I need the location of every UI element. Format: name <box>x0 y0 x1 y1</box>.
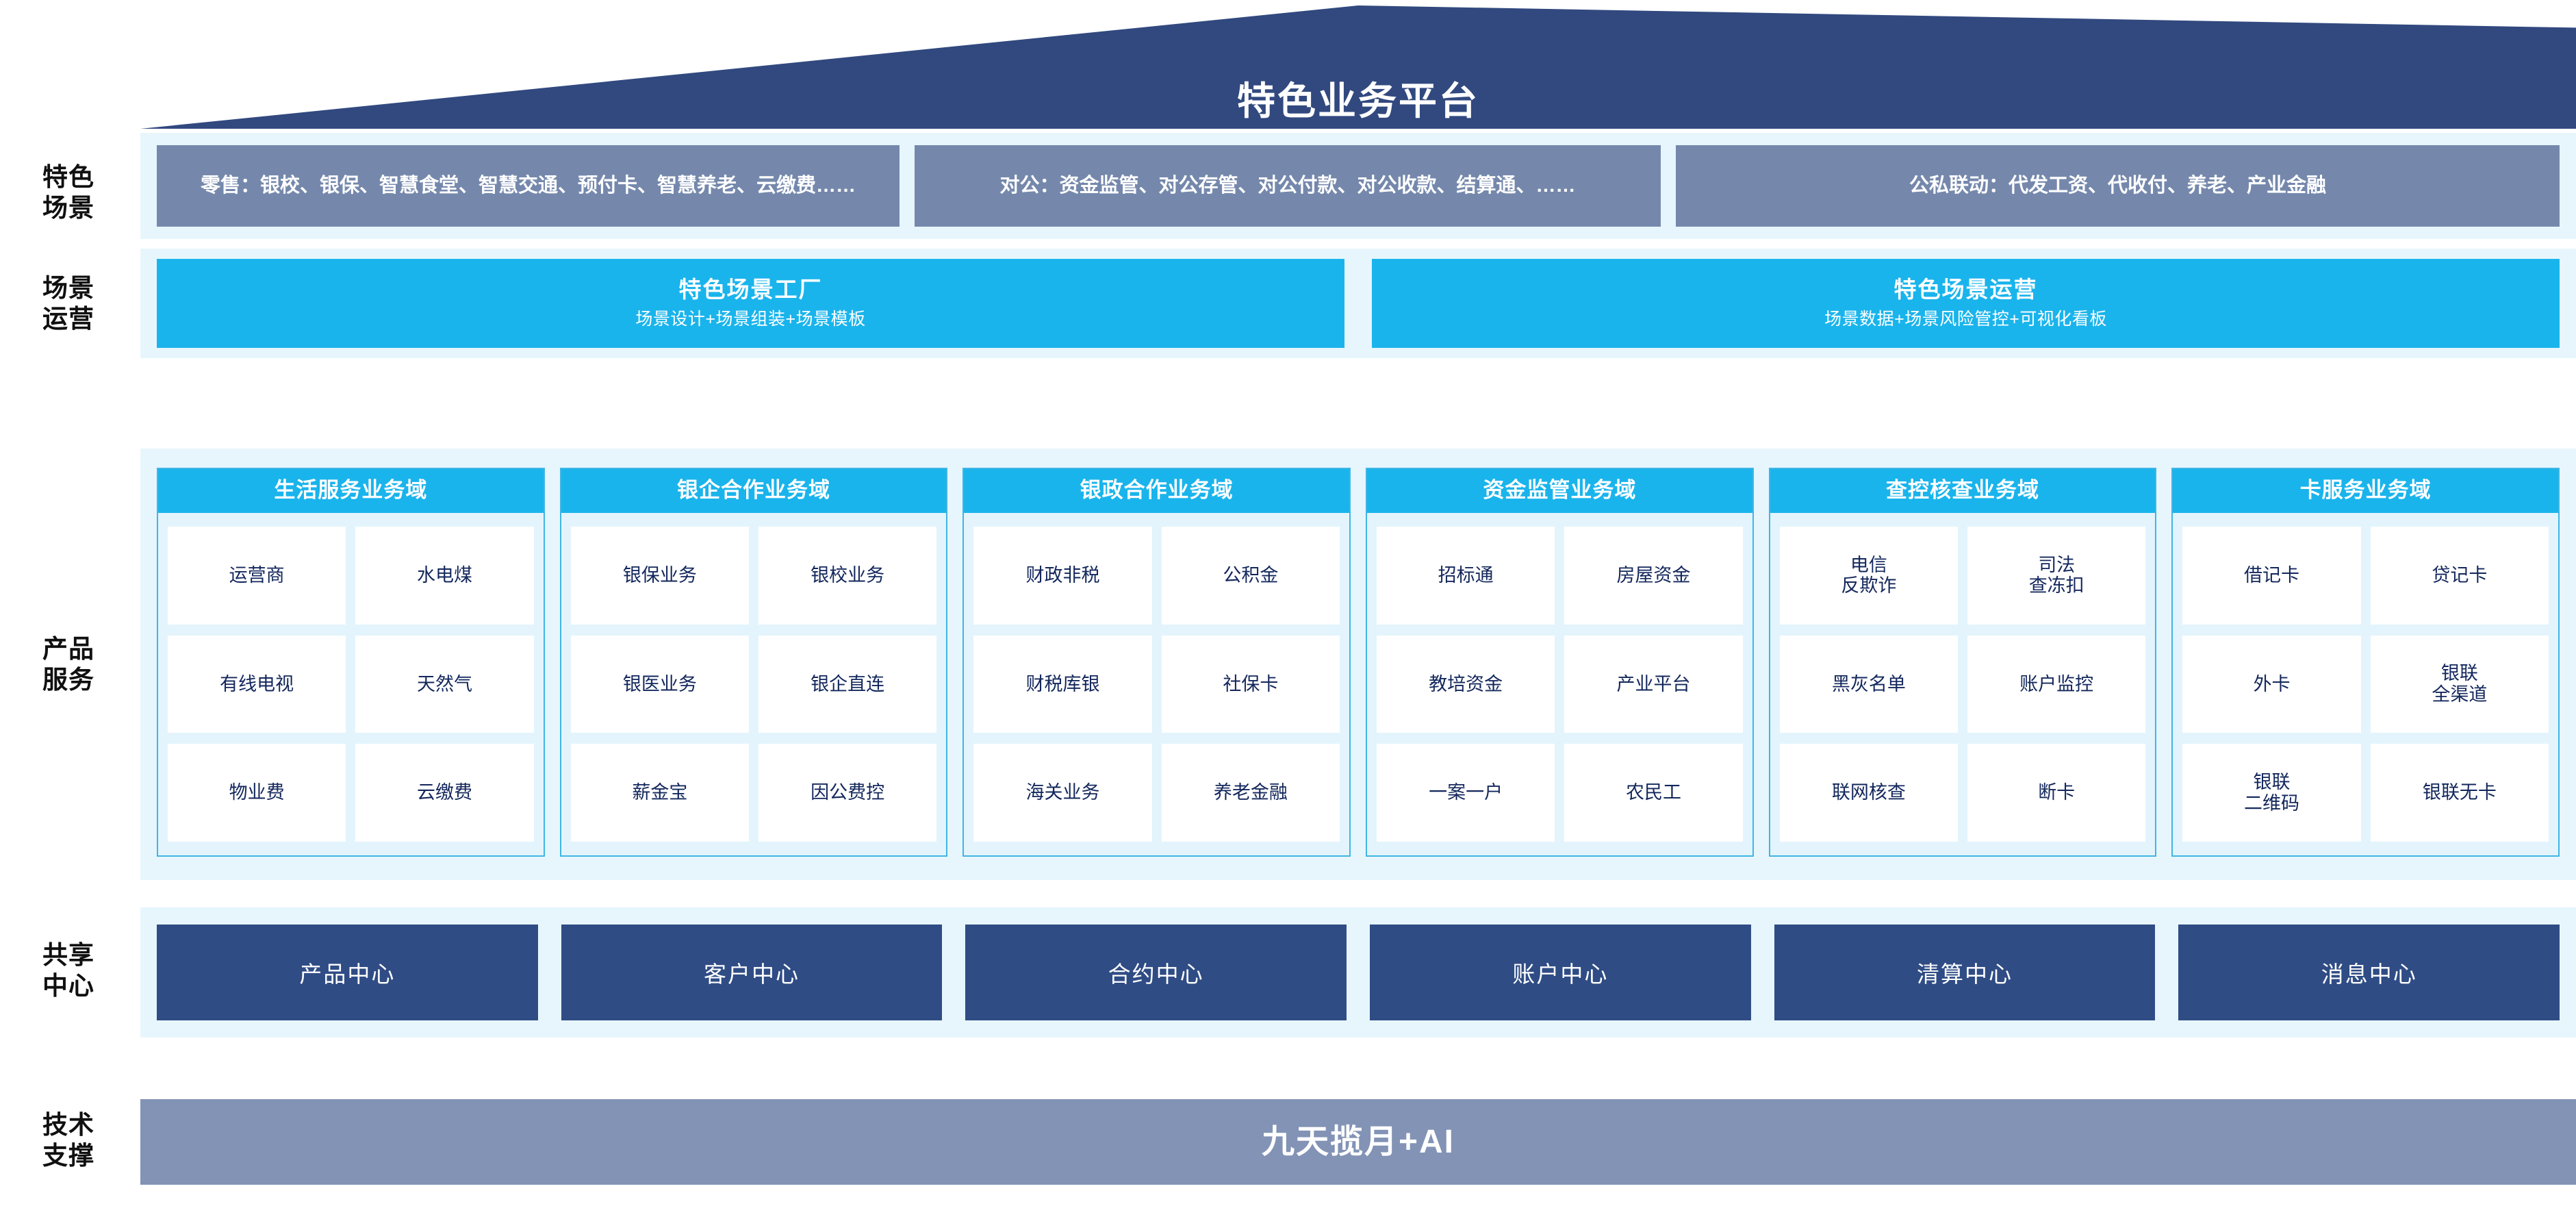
domain-title: 查控核查业务域 <box>1770 469 2156 514</box>
domain-item[interactable]: 养老金融 <box>1161 744 1340 842</box>
domain-item[interactable]: 有线电视 <box>168 635 346 733</box>
domain-item[interactable]: 水电煤 <box>355 527 534 625</box>
domain-item-grid: 招标通 房屋资金 教培资金 产业平台 一案一户 农民工 <box>1367 513 1752 855</box>
domain-item[interactable]: 银联无卡 <box>2370 744 2549 842</box>
center-box-message[interactable]: 消息中心 <box>2178 925 2560 1020</box>
domain-item-grid: 财政非税 公积金 财税库银 社保卡 海关业务 养老金融 <box>964 513 1349 855</box>
domain-card-life-service[interactable]: 生活服务业务域 运营商 水电煤 有线电视 天然气 物业费 云缴费 <box>157 468 545 857</box>
domain-item[interactable]: 云缴费 <box>355 744 534 842</box>
domain-item[interactable]: 银校业务 <box>758 527 937 625</box>
domain-item[interactable]: 断卡 <box>1967 744 2146 842</box>
rail-label-ops: 场景 运营 <box>42 274 94 334</box>
domain-item-grid: 银保业务 银校业务 银医业务 银企直连 薪金宝 因公费控 <box>561 513 947 855</box>
domain-card-bank-enterprise[interactable]: 银企合作业务域 银保业务 银校业务 银医业务 银企直连 薪金宝 因公费控 <box>559 468 948 857</box>
domain-item[interactable]: 物业费 <box>168 744 346 842</box>
ops-title: 特色场景工厂 <box>678 277 823 303</box>
domain-item[interactable]: 财税库银 <box>973 635 1152 733</box>
scene-operations-band: 特色场景工厂 场景设计+场景组装+场景模板 特色场景运营 场景数据+场景风险管控… <box>140 249 2576 358</box>
domain-item[interactable]: 公积金 <box>1161 527 1340 625</box>
domain-title: 卡服务业务域 <box>2173 469 2559 514</box>
scene-box-retail[interactable]: 零售：银校、银保、智慧食堂、智慧交通、预付卡、智慧养老、云缴费…… <box>157 145 900 227</box>
domain-item[interactable]: 运营商 <box>168 527 346 625</box>
domain-card-fund-supervision[interactable]: 资金监管业务域 招标通 房屋资金 教培资金 产业平台 一案一户 农民工 <box>1366 468 1754 857</box>
domain-item[interactable]: 银企直连 <box>758 635 937 733</box>
ops-box-scene-operation[interactable]: 特色场景运营 场景数据+场景风险管控+可视化看板 <box>1372 259 2560 348</box>
domain-item[interactable]: 薪金宝 <box>570 744 749 842</box>
ops-box-scene-factory[interactable]: 特色场景工厂 场景设计+场景组装+场景模板 <box>157 259 1344 348</box>
domain-item-grid: 运营商 水电煤 有线电视 天然气 物业费 云缴费 <box>158 513 544 855</box>
domain-item[interactable]: 黑灰名单 <box>1779 635 1959 733</box>
domain-title: 银政合作业务域 <box>964 469 1350 514</box>
domain-title: 生活服务业务域 <box>158 469 544 514</box>
domain-item[interactable]: 教培资金 <box>1377 635 1555 733</box>
shared-center-band: 产品中心 客户中心 合约中心 账户中心 清算中心 消息中心 <box>140 907 2576 1038</box>
domain-item[interactable]: 司法 查冻扣 <box>1967 527 2146 625</box>
center-box-customer[interactable]: 客户中心 <box>561 925 943 1020</box>
domain-item[interactable]: 海关业务 <box>973 744 1152 842</box>
domain-item[interactable]: 银联 全渠道 <box>2370 635 2549 733</box>
domain-item[interactable]: 社保卡 <box>1161 635 1340 733</box>
domain-item[interactable]: 财政非税 <box>973 527 1152 625</box>
domain-card-investigation-control[interactable]: 查控核查业务域 电信 反欺诈 司法 查冻扣 黑灰名单 账户监控 联网核查 断卡 <box>1768 468 2157 857</box>
rail-label-scene: 特色 场景 <box>42 163 94 223</box>
ops-subtitle: 场景设计+场景组装+场景模板 <box>635 310 866 329</box>
center-box-contract[interactable]: 合约中心 <box>965 925 1347 1020</box>
domain-item[interactable]: 银联 二维码 <box>2182 744 2361 842</box>
domain-item-grid: 借记卡 贷记卡 外卡 银联 全渠道 银联 二维码 银联无卡 <box>2173 513 2558 855</box>
domain-item[interactable]: 房屋资金 <box>1564 527 1743 625</box>
domain-item[interactable]: 联网核查 <box>1779 744 1959 842</box>
domain-item[interactable]: 贷记卡 <box>2370 527 2549 625</box>
platform-roof: 特色业务平台 <box>140 5 2576 129</box>
page-title: 特色业务平台 <box>1237 79 1479 123</box>
domain-item[interactable]: 产业平台 <box>1564 635 1743 733</box>
ops-subtitle: 场景数据+场景风险管控+可视化看板 <box>1824 310 2107 329</box>
domain-item[interactable]: 天然气 <box>355 635 534 733</box>
rail-label-tech: 技术 支撑 <box>42 1111 94 1170</box>
ops-title: 特色场景运营 <box>1893 277 2038 303</box>
center-box-clearing[interactable]: 清算中心 <box>1774 925 2156 1020</box>
center-box-account[interactable]: 账户中心 <box>1370 925 1751 1020</box>
domain-item[interactable]: 外卡 <box>2182 635 2361 733</box>
domain-title: 资金监管业务域 <box>1367 469 1752 514</box>
domain-item[interactable]: 账户监控 <box>1967 635 2146 733</box>
domain-card-card-service[interactable]: 卡服务业务域 借记卡 贷记卡 外卡 银联 全渠道 银联 二维码 银联无卡 <box>2171 468 2560 857</box>
tech-support-band: 九天揽月+AI <box>140 1099 2576 1185</box>
scene-band: 零售：银校、银保、智慧食堂、智慧交通、预付卡、智慧养老、云缴费…… 对公：资金监… <box>140 133 2576 239</box>
rail-label-product: 产品 服务 <box>42 635 94 694</box>
domain-item[interactable]: 农民工 <box>1564 744 1743 842</box>
scene-box-corporate[interactable]: 对公：资金监管、对公存管、对公付款、对公收款、结算通、…… <box>915 145 1661 227</box>
domain-item[interactable]: 银保业务 <box>570 527 749 625</box>
domain-item-grid: 电信 反欺诈 司法 查冻扣 黑灰名单 账户监控 联网核查 断卡 <box>1770 513 2156 855</box>
scene-box-linkage[interactable]: 公私联动：代发工资、代收付、养老、产业金融 <box>1676 145 2560 227</box>
domain-item[interactable]: 电信 反欺诈 <box>1779 527 1959 625</box>
product-service-band: 生活服务业务域 运营商 水电煤 有线电视 天然气 物业费 云缴费 银企合作业务域… <box>140 449 2576 880</box>
center-box-product[interactable]: 产品中心 <box>157 925 538 1020</box>
domain-card-bank-government[interactable]: 银政合作业务域 财政非税 公积金 财税库银 社保卡 海关业务 养老金融 <box>962 468 1351 857</box>
tech-support-title: 九天揽月+AI <box>1261 1123 1455 1160</box>
domain-title: 银企合作业务域 <box>561 469 947 514</box>
domain-item[interactable]: 因公费控 <box>758 744 937 842</box>
domain-item[interactable]: 借记卡 <box>2182 527 2361 625</box>
domain-item[interactable]: 一案一户 <box>1377 744 1555 842</box>
domain-item[interactable]: 招标通 <box>1377 527 1555 625</box>
domain-item[interactable]: 银医业务 <box>570 635 749 733</box>
rail-label-center: 共享 中心 <box>42 941 94 1001</box>
